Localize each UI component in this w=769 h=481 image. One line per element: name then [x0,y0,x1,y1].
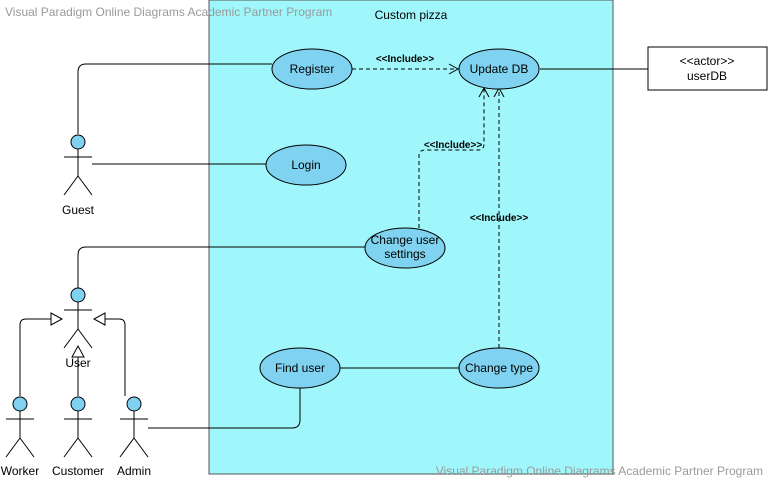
include-label-register: <<Include>> [376,54,435,65]
svg-text:Guest: Guest [62,203,95,217]
assoc-guest-register [77,63,272,134]
actor-box-userdb[interactable]: <<actor>> userDB [647,46,768,91]
svg-text:Change type: Change type [465,361,533,375]
actor-customer[interactable]: Customer [52,396,104,478]
use-case-find-user[interactable]: Find user [259,347,341,389]
use-case-register[interactable]: Register [271,48,353,90]
use-case-update-db[interactable]: Update DB [458,48,540,90]
svg-text:settings: settings [384,247,425,261]
gen-worker-user [19,312,64,396]
use-case-login[interactable]: Login [265,144,347,186]
use-case-change-user-settings[interactable]: Change user settings [364,227,446,269]
svg-text:<<actor>>: <<actor>> [680,54,735,68]
svg-text:Register: Register [290,62,335,76]
svg-text:Update DB: Update DB [470,62,529,76]
svg-text:Login: Login [291,158,320,172]
svg-text:Worker: Worker [1,464,39,478]
actor-guest[interactable]: Guest [62,134,95,217]
svg-text:Change user: Change user [371,233,440,247]
svg-text:Customer: Customer [52,464,104,478]
watermark-bottom: Visual Paradigm Online Diagrams Academic… [436,464,763,478]
svg-text:userDB: userDB [687,69,727,83]
include-label-settings: <<Include>> [424,140,483,151]
use-case-change-type[interactable]: Change type [458,347,540,389]
svg-text:User: User [65,356,90,370]
system-title: Custom pizza [375,8,448,22]
assoc-user-settings [77,246,365,288]
svg-text:Admin: Admin [117,464,151,478]
include-settings-updatedb [418,86,490,228]
include-label-changetype: <<Include>> [470,213,529,224]
actor-admin[interactable]: Admin [117,396,151,478]
assoc-admin-finduser [148,388,301,429]
actor-user[interactable]: User [63,287,93,370]
watermark-top: Visual Paradigm Online Diagrams Academic… [5,5,332,19]
actor-worker[interactable]: Worker [1,396,39,478]
svg-text:Find user: Find user [275,361,325,375]
gen-admin-user [92,312,126,396]
